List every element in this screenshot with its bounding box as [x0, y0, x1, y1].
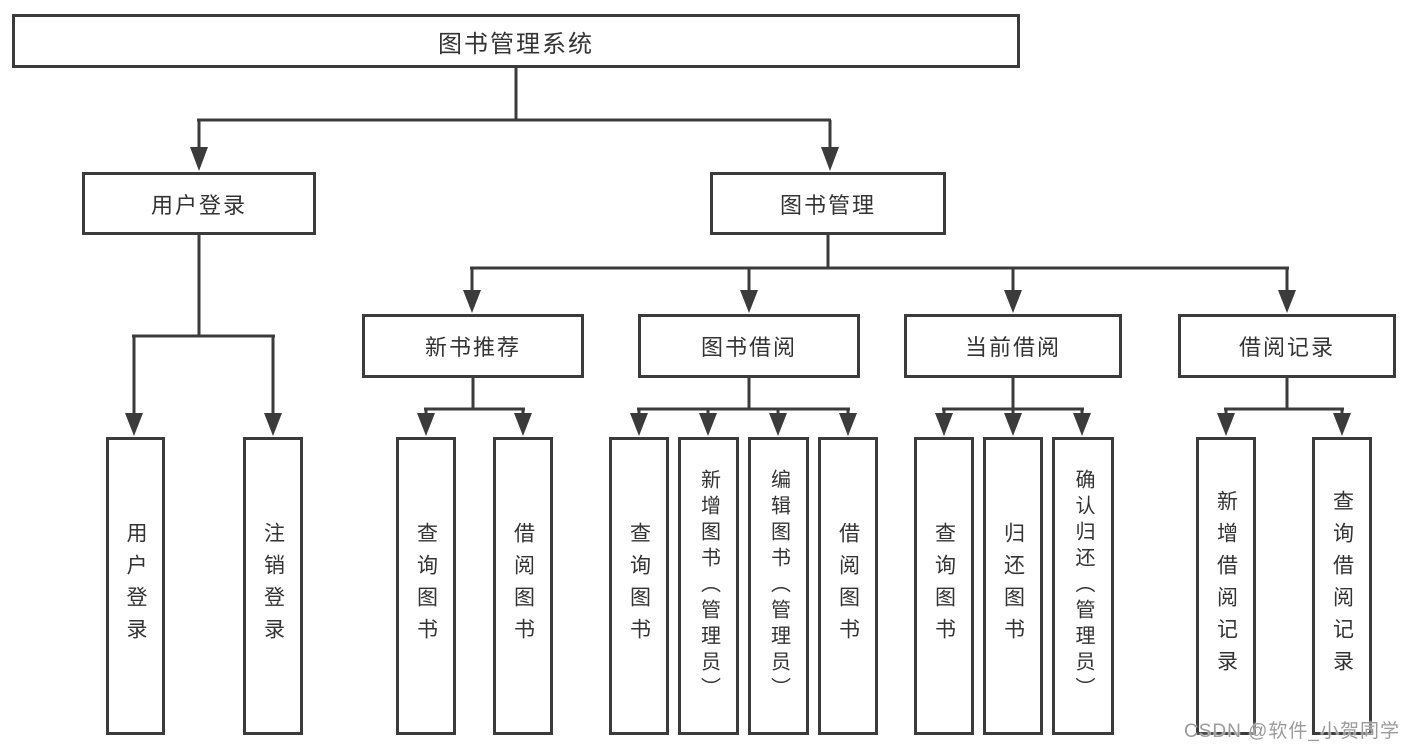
node-current-borrowing: 当前借阅: [904, 314, 1122, 378]
leaf-confirm-return-admin: 确认归还（管理员）: [1052, 437, 1114, 735]
leaf-user-login-label: 用户登录: [124, 522, 147, 650]
node-book-management: 图书管理: [710, 172, 946, 235]
leaf-add-book-admin: 新增图书（管理员）: [678, 437, 739, 735]
leaf-borrow-books-borrowing-label: 借阅图书: [836, 522, 860, 650]
leaf-return-book-label: 归还图书: [1001, 522, 1025, 650]
connector-paths: [132, 68, 1344, 417]
node-borrowing-records: 借阅记录: [1178, 314, 1396, 378]
leaf-add-borrow-record: 新增借阅记录: [1196, 437, 1256, 735]
leaf-logout-label: 注销登录: [261, 522, 285, 650]
node-new-book-recommend-label: 新书推荐: [424, 335, 521, 360]
csdn-watermark: CSDN @软件_小贺同学: [1184, 721, 1400, 742]
node-borrowing-records-label: 借阅记录: [1238, 335, 1335, 360]
arrowheads: [125, 147, 1351, 436]
leaf-user-login: 用户登录: [106, 437, 165, 735]
node-root: 图书管理系统: [12, 14, 1020, 68]
leaf-query-books-recommend-label: 查询图书: [414, 522, 438, 650]
leaf-query-books-borrowing: 查询图书: [609, 437, 669, 735]
leaf-edit-book-admin-label: 编辑图书（管理员）: [767, 469, 790, 703]
leaf-query-borrow-record-label: 查询借阅记录: [1330, 490, 1354, 682]
leaf-query-borrow-record: 查询借阅记录: [1312, 437, 1372, 735]
node-user-login-label: 用户登录: [150, 192, 247, 218]
node-user-login: 用户登录: [82, 172, 316, 235]
leaf-return-book: 归还图书: [983, 437, 1043, 735]
node-book-borrowing-label: 图书借阅: [700, 335, 797, 360]
node-book-management-label: 图书管理: [779, 192, 876, 218]
leaf-borrow-books-recommend-label: 借阅图书: [511, 522, 535, 650]
leaf-query-books-borrowing-label: 查询图书: [627, 522, 651, 650]
leaf-query-books-current: 查询图书: [914, 437, 974, 735]
node-book-borrowing: 图书借阅: [638, 314, 860, 378]
leaf-query-books-recommend: 查询图书: [396, 437, 456, 735]
leaf-add-book-admin-label: 新增图书（管理员）: [697, 469, 720, 703]
leaf-edit-book-admin: 编辑图书（管理员）: [748, 437, 809, 735]
node-current-borrowing-label: 当前借阅: [964, 335, 1061, 360]
leaf-confirm-return-admin-label: 确认归还（管理员）: [1072, 469, 1094, 703]
leaf-add-borrow-record-label: 新增借阅记录: [1214, 490, 1238, 682]
node-root-label: 图书管理系统: [438, 30, 594, 58]
leaf-logout: 注销登录: [243, 437, 303, 735]
node-new-book-recommend: 新书推荐: [362, 314, 584, 378]
leaf-query-books-current-label: 查询图书: [932, 522, 956, 650]
leaf-borrow-books-borrowing: 借阅图书: [818, 437, 878, 735]
leaf-borrow-books-recommend: 借阅图书: [493, 437, 553, 735]
